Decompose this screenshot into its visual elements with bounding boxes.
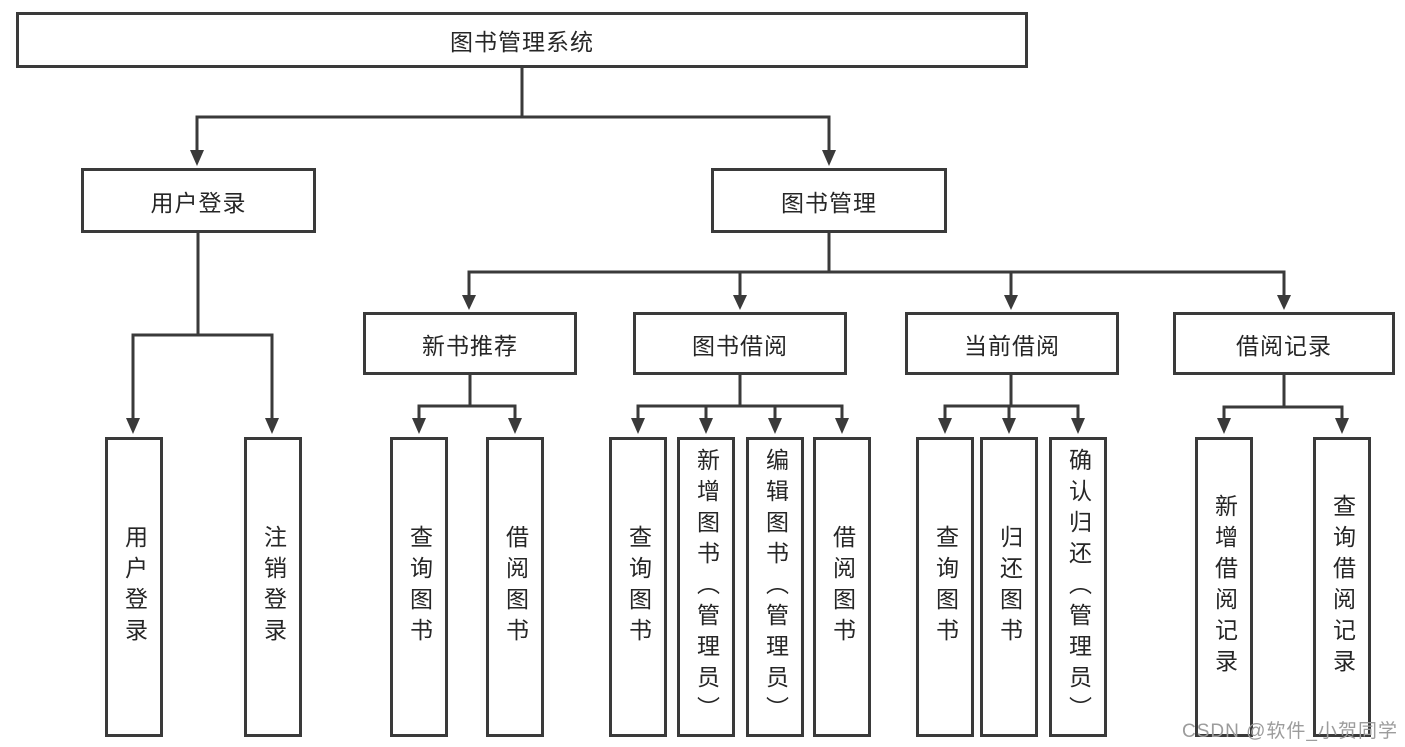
- edge-root-split: [190, 64, 836, 166]
- node-book-borrow-label: 图书借阅: [692, 332, 788, 359]
- leaf-query-books-recommend-label: 查询图书: [406, 525, 433, 649]
- leaf-confirm-return-admin: 确认归还（管理员）: [1049, 437, 1107, 737]
- node-book-mgmt-label: 图书管理: [781, 189, 877, 216]
- leaf-query-borrow-record: 查询借阅记录: [1313, 437, 1371, 737]
- leaf-borrow-books: 借阅图书: [813, 437, 871, 737]
- edge-borrow-records-split: [1217, 372, 1349, 434]
- edge-current-borrow-split: [938, 373, 1085, 434]
- leaf-confirm-return-admin-label: 确认归还（管理员）: [1065, 447, 1092, 727]
- leaf-add-book-admin: 新增图书（管理员）: [677, 437, 735, 737]
- node-user-login: 用户登录: [81, 168, 316, 233]
- leaf-query-books-borrow-label: 查询图书: [625, 525, 652, 649]
- leaf-query-books-borrow: 查询图书: [609, 437, 667, 737]
- node-new-book-recommend-label: 新书推荐: [422, 332, 518, 359]
- watermark: CSDN @软件_小贺同学: [1182, 721, 1398, 742]
- leaf-logout: 注销登录: [244, 437, 302, 737]
- node-current-borrow-label: 当前借阅: [964, 332, 1060, 359]
- leaf-query-borrow-record-label: 查询借阅记录: [1329, 494, 1356, 680]
- leaf-query-books-current: 查询图书: [916, 437, 974, 737]
- leaf-borrow-books-recommend: 借阅图书: [486, 437, 544, 737]
- node-user-login-label: 用户登录: [150, 189, 247, 216]
- leaf-user-login: 用户登录: [105, 437, 163, 737]
- edge-new-book-split: [412, 373, 522, 434]
- edge-book-borrow-split: [631, 373, 849, 434]
- leaf-add-borrow-record: 新增借阅记录: [1195, 437, 1253, 737]
- leaf-logout-label: 注销登录: [260, 525, 287, 649]
- node-borrow-records: 借阅记录: [1173, 312, 1395, 375]
- leaf-borrow-books-recommend-label: 借阅图书: [502, 525, 529, 649]
- leaf-add-book-admin-label: 新增图书（管理员）: [693, 447, 720, 727]
- leaf-edit-book-admin: 编辑图书（管理员）: [746, 437, 804, 737]
- node-book-borrow: 图书借阅: [633, 312, 847, 375]
- leaf-add-borrow-record-label: 新增借阅记录: [1211, 494, 1238, 680]
- leaf-query-books-recommend: 查询图书: [390, 437, 448, 737]
- leaf-return-books-label: 归还图书: [996, 525, 1023, 649]
- leaf-user-login-label: 用户登录: [121, 525, 148, 649]
- node-root-label: 图书管理系统: [450, 29, 594, 55]
- leaf-borrow-books-label: 借阅图书: [829, 525, 856, 649]
- leaf-query-books-current-label: 查询图书: [932, 525, 959, 649]
- edge-user-login-split: [126, 231, 279, 434]
- node-borrow-records-label: 借阅记录: [1236, 332, 1332, 359]
- leaf-edit-book-admin-label: 编辑图书（管理员）: [762, 447, 789, 727]
- node-book-mgmt: 图书管理: [711, 168, 947, 233]
- node-current-borrow: 当前借阅: [905, 312, 1119, 375]
- node-root: 图书管理系统: [16, 12, 1028, 68]
- edge-book-mgmt-split: [462, 231, 1291, 310]
- node-new-book-recommend: 新书推荐: [363, 312, 577, 375]
- leaf-return-books: 归还图书: [980, 437, 1038, 737]
